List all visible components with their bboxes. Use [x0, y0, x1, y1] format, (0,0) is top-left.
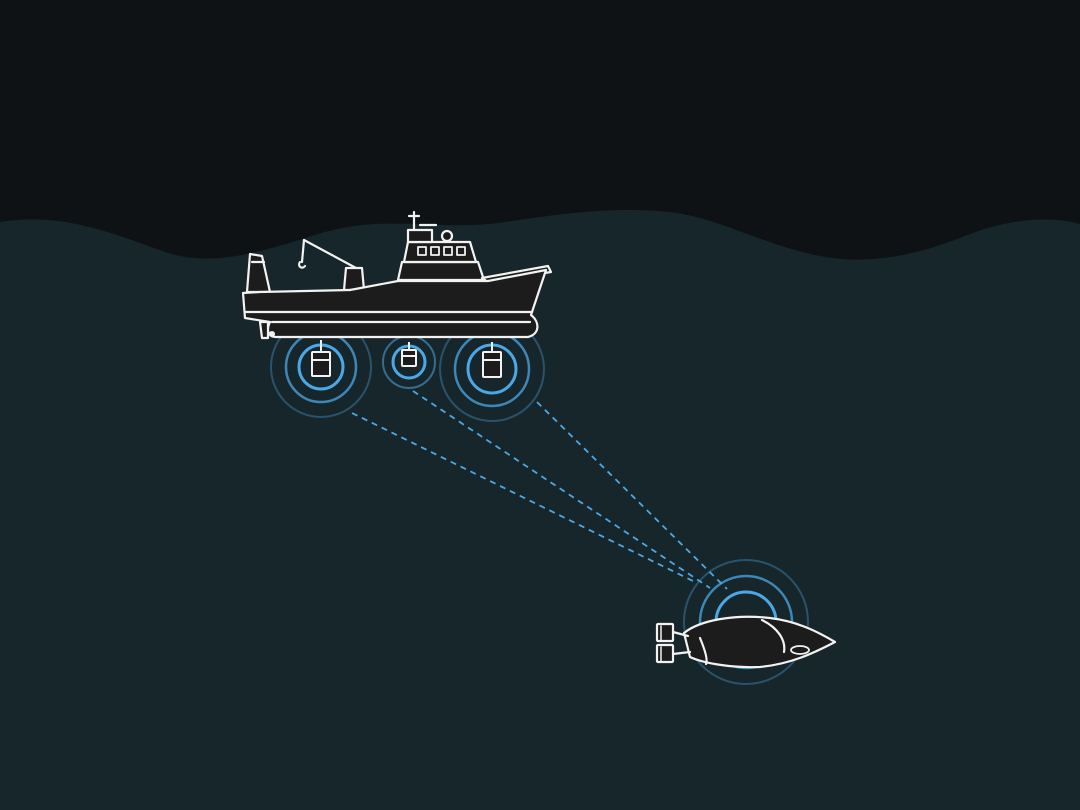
auv-icon	[655, 615, 837, 669]
auv-sensor-window	[790, 645, 810, 655]
signal-path-right	[536, 401, 728, 590]
ship-icon	[241, 210, 553, 340]
transducer-icon-middle	[401, 342, 417, 367]
auv-thruster-lower	[655, 643, 675, 664]
rudder	[258, 320, 270, 340]
transducer-icon-left	[311, 340, 331, 377]
signal-paths	[351, 390, 728, 590]
sea-surface	[0, 209, 1080, 810]
wheelhouse-lower	[396, 260, 486, 282]
auv-thruster-upper	[655, 622, 675, 643]
signal-path-left	[351, 412, 698, 584]
signal-path-middle	[412, 390, 711, 589]
propeller	[269, 331, 275, 337]
transducer-icon-right	[482, 342, 502, 378]
radar-dome	[440, 229, 454, 243]
